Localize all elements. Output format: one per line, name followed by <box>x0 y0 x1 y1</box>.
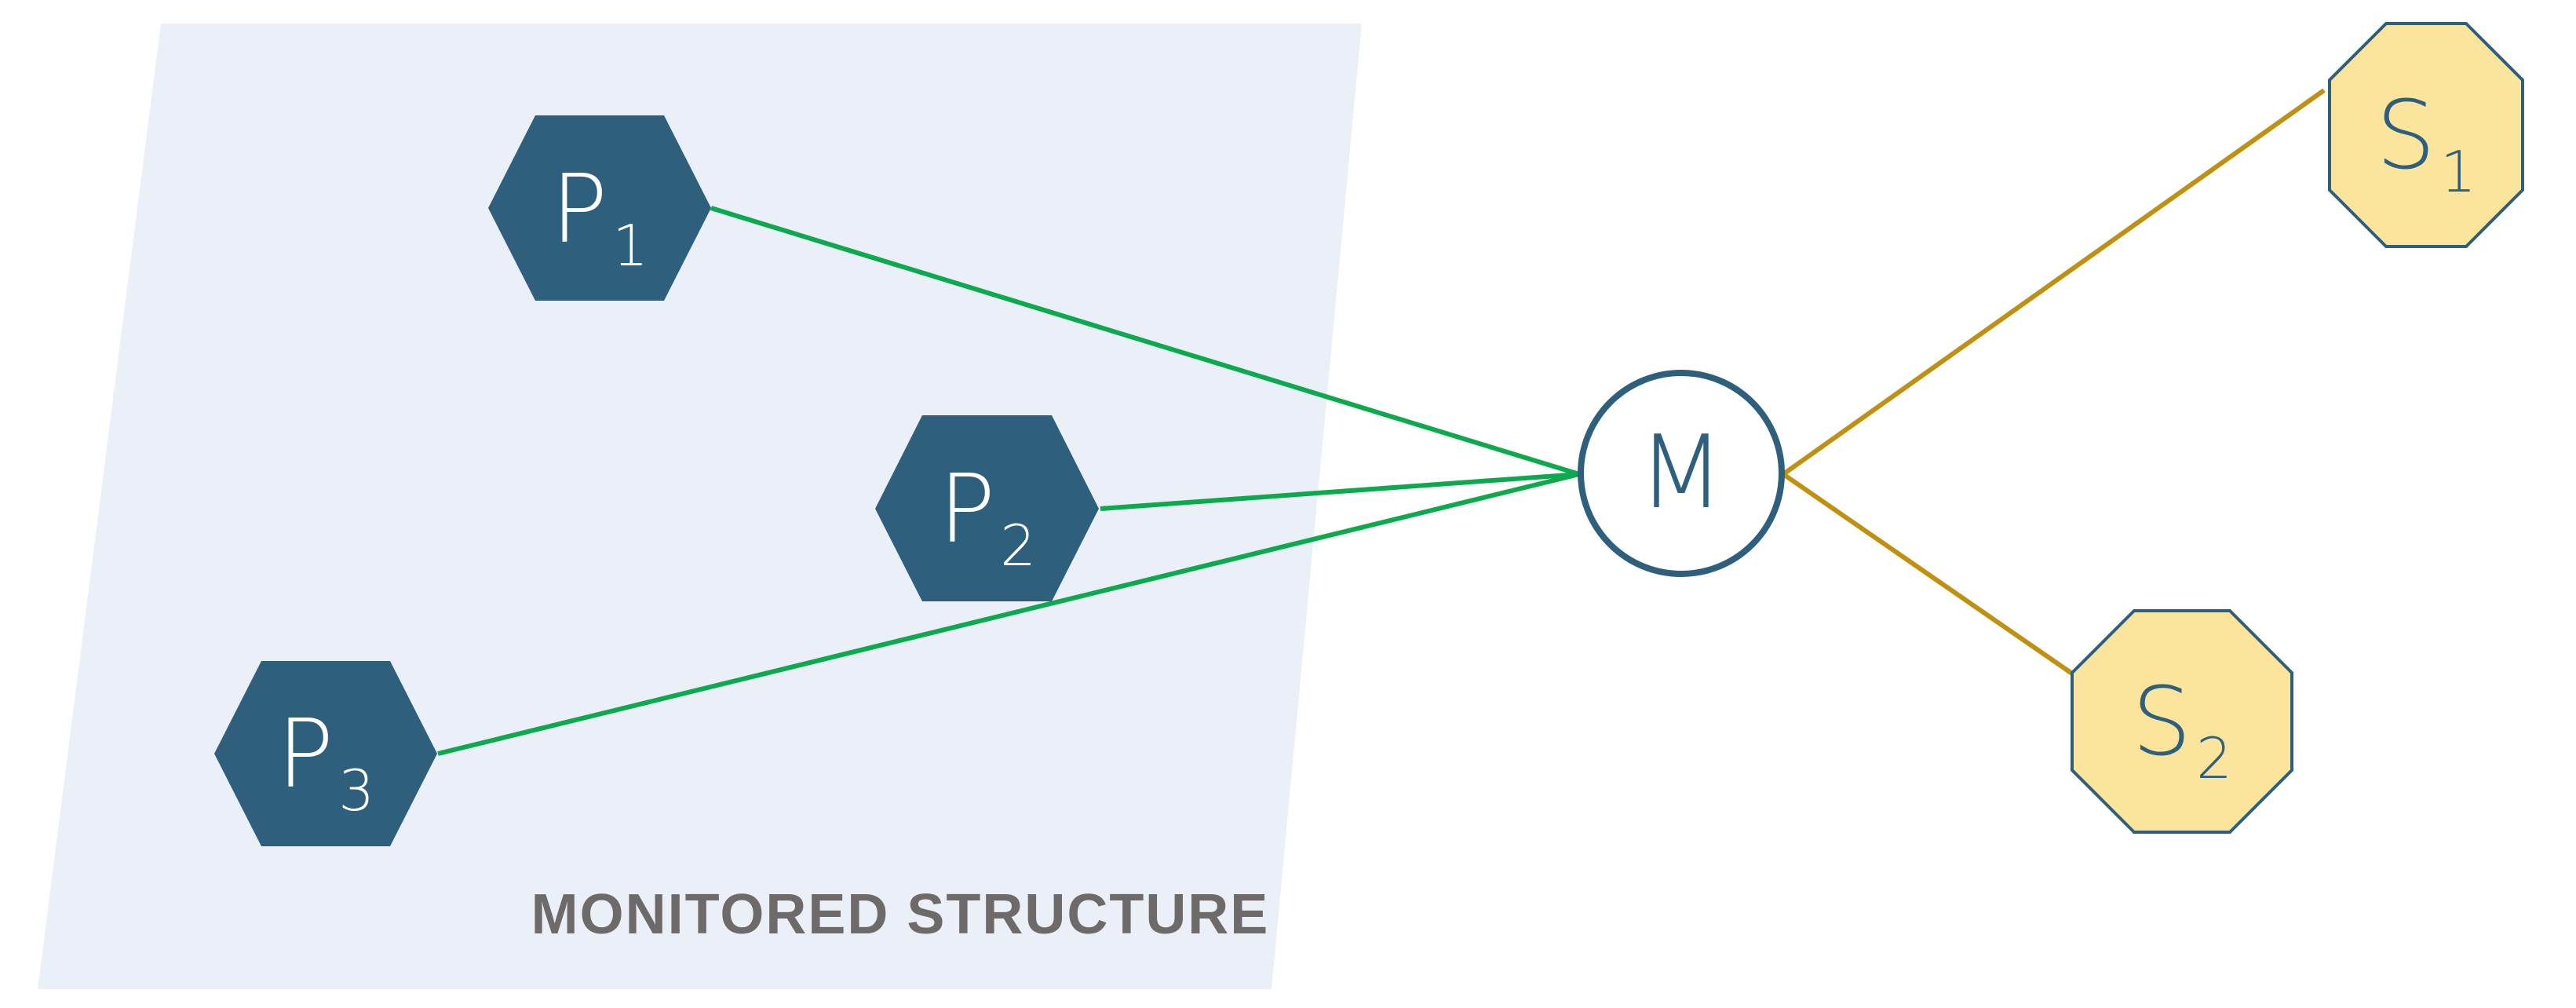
edge-m-to-s1 <box>1782 88 2326 477</box>
edge-m-to-p3 <box>437 472 1580 756</box>
node-s2: S2 <box>2071 609 2293 834</box>
edge-m-to-p1 <box>710 206 1580 477</box>
monitored-structure-label: MONITORED STRUCTURE <box>531 883 1270 946</box>
node-p3-label: P3 <box>277 700 374 824</box>
node-p1-label: P1 <box>551 155 648 279</box>
node-s2-label: S2 <box>2132 668 2232 791</box>
node-m: M <box>1578 370 1785 577</box>
node-s1: S1 <box>2328 22 2524 248</box>
node-p2-hexagon <box>875 415 1099 601</box>
node-p3: P3 <box>214 661 437 846</box>
edge-m-to-s2 <box>1782 472 2074 676</box>
node-p3-hexagon <box>214 661 437 846</box>
node-p1: P1 <box>488 115 711 301</box>
node-s1-label: S1 <box>2376 82 2476 205</box>
node-s2-octagon <box>2071 609 2293 834</box>
node-p2: P2 <box>875 415 1099 601</box>
edge-m-to-p2 <box>1100 472 1580 512</box>
node-m-label: M <box>1638 415 1724 531</box>
edges <box>437 88 2326 756</box>
node-s1-octagon <box>2328 22 2524 248</box>
node-p1-hexagon <box>488 115 711 301</box>
node-p2-label: P2 <box>939 455 1036 579</box>
node-m-circle <box>1578 370 1785 577</box>
